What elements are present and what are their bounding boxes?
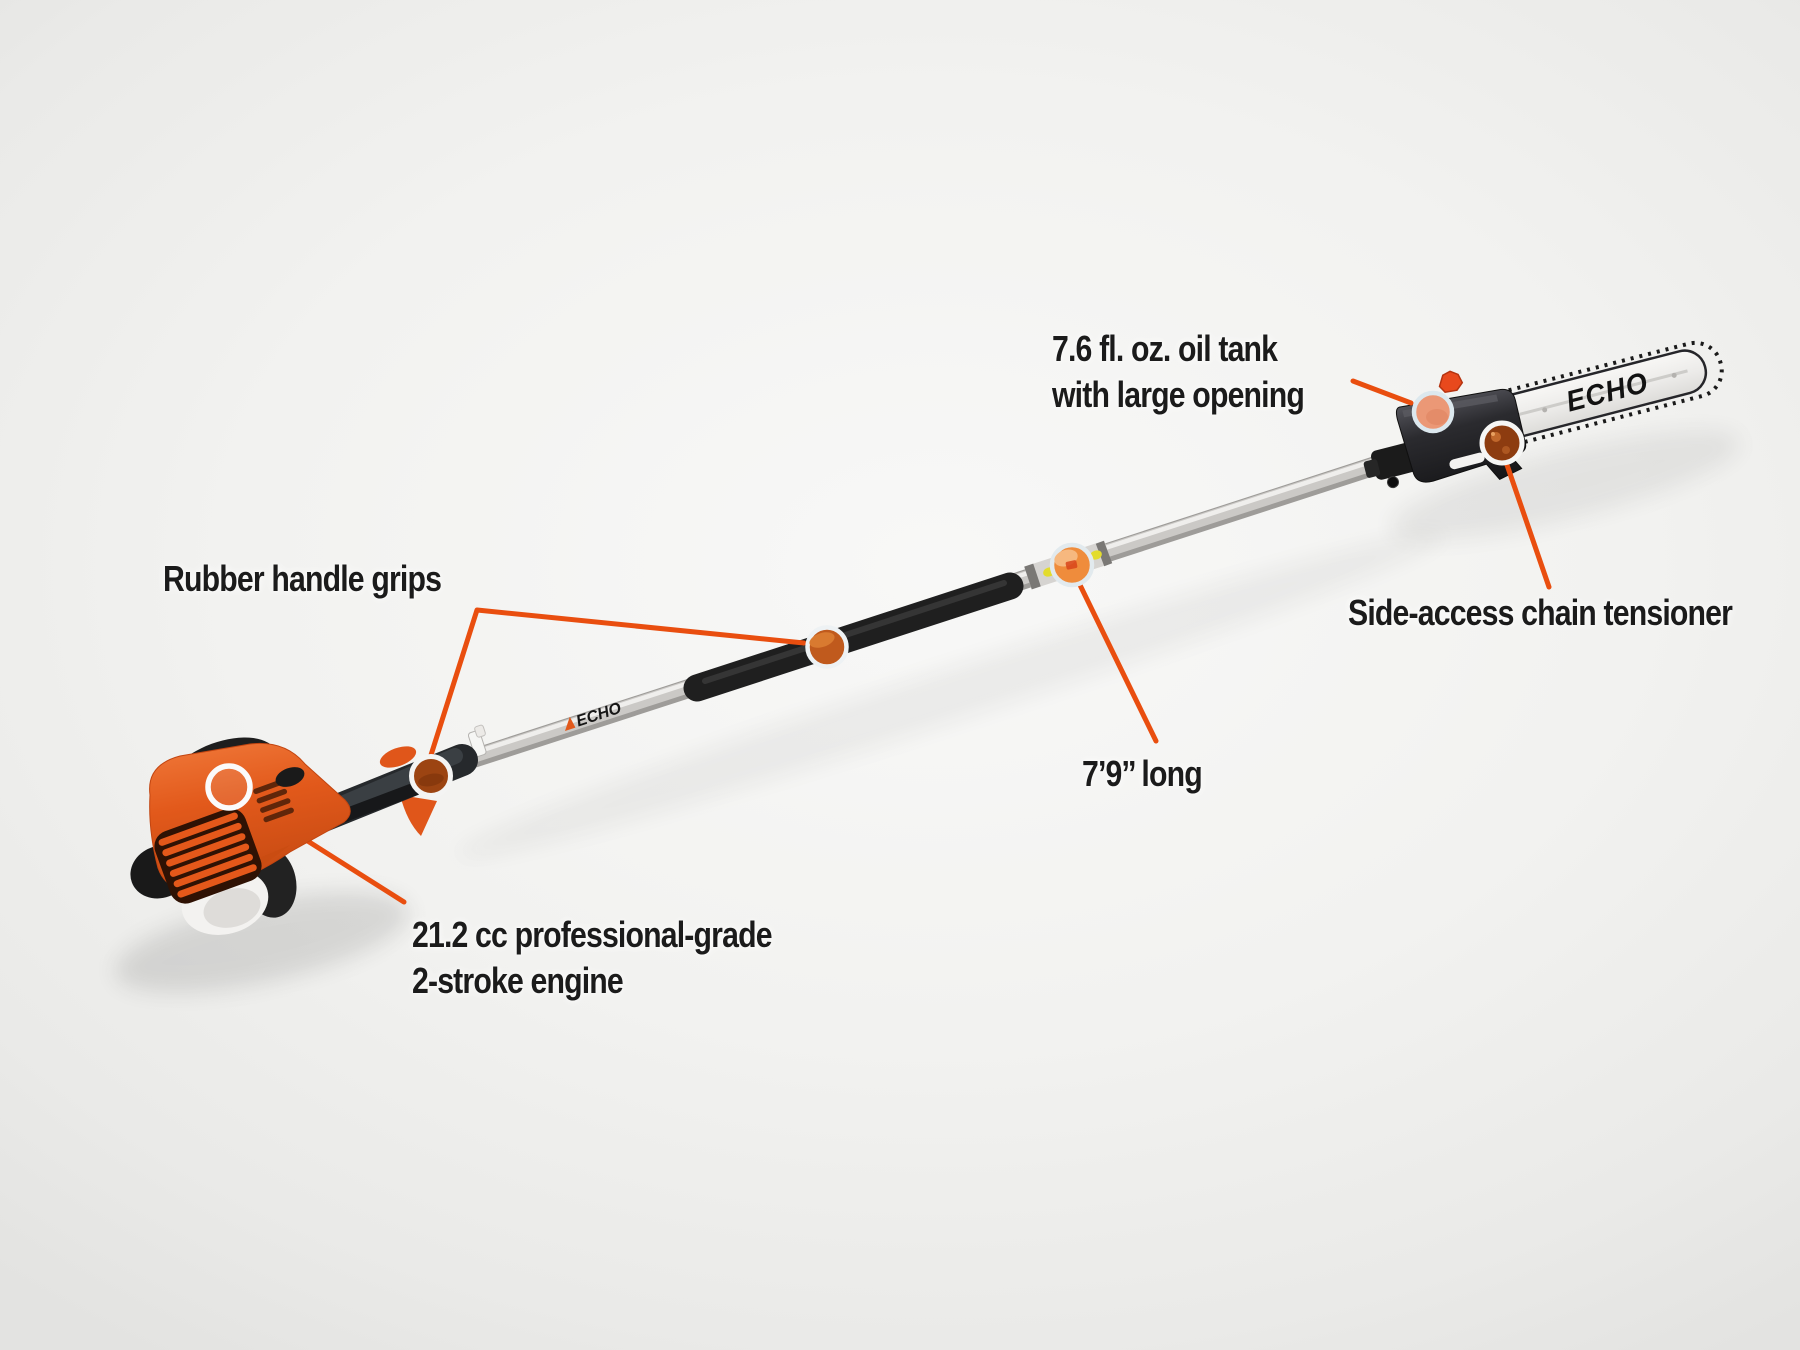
tensioner-marker [1479, 420, 1525, 466]
oil-tank-label-line2: with large opening [1052, 374, 1305, 415]
soft-shadows [115, 430, 1740, 993]
engine [130, 737, 351, 935]
oil-tank-label: 7.6 fl. oz. oil tank with large opening [1052, 326, 1305, 418]
length-label: 7’9’’ long [1082, 753, 1203, 794]
engine-label-line1: 21.2 cc professional-grade [412, 914, 773, 955]
handle-orange-lower-accent [400, 795, 437, 836]
engine-vents [253, 779, 294, 823]
engine-marker [205, 763, 253, 811]
engine-label-line2: 2-stroke engine [412, 960, 624, 1001]
rubber-grips-leader-line [428, 607, 807, 758]
oil-tank-marker [1411, 390, 1455, 434]
callout-markers [205, 390, 1525, 811]
coupler-knob-yellow-right [1090, 550, 1102, 560]
engine-label: 21.2 cc professional-grade 2-stroke engi… [412, 912, 773, 1004]
oil-tank-leader-line [1350, 378, 1414, 406]
gear-case-vent [1449, 452, 1485, 470]
length-marker [1049, 542, 1095, 588]
foam-grip-marker [805, 625, 849, 669]
cable-clip [467, 724, 487, 758]
oil-tank-label-line1: 7.6 fl. oz. oil tank [1052, 328, 1278, 369]
rubber-grips-label: Rubber handle grips [163, 558, 442, 599]
handle-grip-marker [409, 754, 453, 798]
leader-lines [428, 378, 1552, 758]
engine-grille [154, 808, 262, 904]
handle-orange-upper-accent [379, 746, 417, 768]
pole-saw: ECHO [130, 340, 1724, 935]
oil-cap [1438, 370, 1464, 394]
length-leader-line [1077, 582, 1159, 744]
foam-grip [683, 572, 1024, 702]
chain-tensioner-label: Side-access chain tensioner [1348, 592, 1733, 633]
tensioner-leader-line [1503, 459, 1552, 590]
